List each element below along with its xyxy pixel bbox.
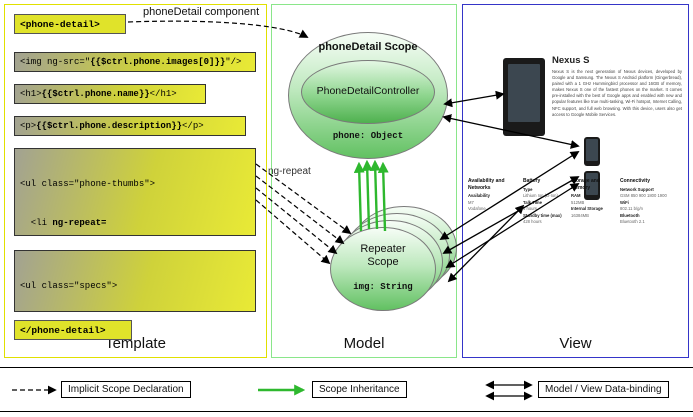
view-phone-thumbnail-1 [584, 137, 600, 166]
code-text: <p> [20, 121, 37, 131]
code-expr: {{$ctrl.phone.images[0]}} [90, 57, 226, 67]
component-arrow-label: phoneDetail component [143, 6, 260, 18]
code-line: <li ng-repeat= [20, 217, 250, 230]
repeater-label-line2: Scope [367, 256, 399, 268]
ng-repeat-label: ng-repeat [268, 166, 311, 177]
spec-row: Network Support [620, 186, 654, 192]
repeater-scope-ellipse-front [330, 227, 436, 311]
code-text: <li [20, 218, 53, 228]
legend-text: Model / View Data-binding [545, 384, 662, 395]
code-expr: {{$ctrl.phone.description}} [36, 121, 183, 131]
phone-screen [585, 173, 599, 195]
legend-divider-top [0, 367, 693, 368]
phone-screen [585, 139, 599, 161]
spec-row: 16384MB [571, 212, 589, 218]
spec-header: Storage and Memory [571, 178, 600, 191]
code-phone-thumbs-block: <ul class="phone-thumbs"> <li ng-repeat=… [14, 148, 256, 236]
view-phone-thumbnail-2 [584, 171, 600, 200]
spec-header: Connectivity [620, 178, 651, 184]
spec-header: Battery [523, 178, 541, 184]
code-text: </phone-detail> [20, 325, 106, 336]
model-panel-label: Model [343, 335, 385, 352]
legend-databinding-label: Model / View Data-binding [538, 381, 669, 398]
legend-scope-inheritance-label: Scope Inheritance [312, 381, 407, 398]
view-panel-label: View [559, 335, 592, 352]
code-text: </h1> [149, 89, 177, 99]
legend-text: Scope Inheritance [319, 384, 400, 395]
phone-screen [508, 64, 540, 122]
spec-col-connectivity: Connectivity Network Support GSM 850 900… [620, 178, 682, 226]
spec-col-storage: Storage and Memory RAM 512MB Internal St… [571, 178, 611, 219]
spec-row: GSM 850 900 1800 1900 [620, 193, 667, 198]
legend-text: Implicit Scope Declaration [68, 384, 184, 395]
spec-row: WiFi [620, 199, 629, 205]
spec-header: Availability and Networks [468, 178, 505, 191]
view-phone-description: Nexus S is the next generation of Nexus … [552, 69, 682, 117]
spec-row: Bluetooth [620, 212, 640, 218]
code-text: <h1> [20, 89, 42, 99]
legend-divider-bottom [0, 411, 693, 412]
code-p-line: <p>{{$ctrl.phone.description}}</p> [14, 116, 246, 136]
code-open-tag: <phone-detail> [14, 14, 126, 34]
spec-col-availability: Availability and Networks Availability M… [468, 178, 520, 213]
spec-row: 428 hours [523, 219, 542, 224]
code-specs-block: <ul class="specs"> <li>...</li> ... </ul… [14, 250, 256, 312]
spec-row: Bluetooth 2.1 [620, 219, 645, 224]
code-img-line: <img ng-src="{{$ctrl.phone.images[0]}}"/… [14, 52, 256, 72]
view-main-phone-image [503, 58, 545, 136]
spec-col-battery: Battery Type Lithium Ion (Li-Ion) Talk T… [523, 178, 569, 226]
code-text: </p> [182, 121, 204, 131]
code-text: <ul class="specs"> [20, 281, 118, 291]
controller-ellipse [301, 60, 435, 124]
code-text: <img ng-src=" [20, 57, 91, 67]
controller-label: PhoneDetailController [316, 85, 420, 97]
spec-row: Vodafone [468, 206, 486, 211]
code-close-tag: </phone-detail> [14, 320, 132, 340]
code-text: <phone-detail> [20, 19, 100, 30]
repeater-label-line1: Repeater [360, 243, 406, 255]
code-line: <ul class="phone-thumbs"> [20, 178, 250, 191]
code-ng-repeat: ng-repeat= [52, 218, 107, 228]
spec-row: Internal Storage [571, 206, 603, 211]
code-expr: {{$ctrl.phone.name}} [41, 89, 150, 99]
view-phone-title: Nexus S [552, 55, 590, 66]
code-h1-line: <h1>{{$ctrl.phone.name}}</h1> [14, 84, 206, 104]
code-text: "/> [225, 57, 242, 67]
code-line: <ul class="specs"> [20, 280, 250, 293]
legend-implicit-scope-label: Implicit Scope Declaration [61, 381, 191, 398]
scope-label: phoneDetail Scope [318, 41, 418, 53]
code-text: <ul class="phone-thumbs"> [20, 179, 156, 189]
spec-row: 802.11 b/g/n [620, 206, 643, 211]
repeater-variable: img: String [353, 282, 413, 292]
scope-variable: phone: Object [332, 131, 404, 141]
